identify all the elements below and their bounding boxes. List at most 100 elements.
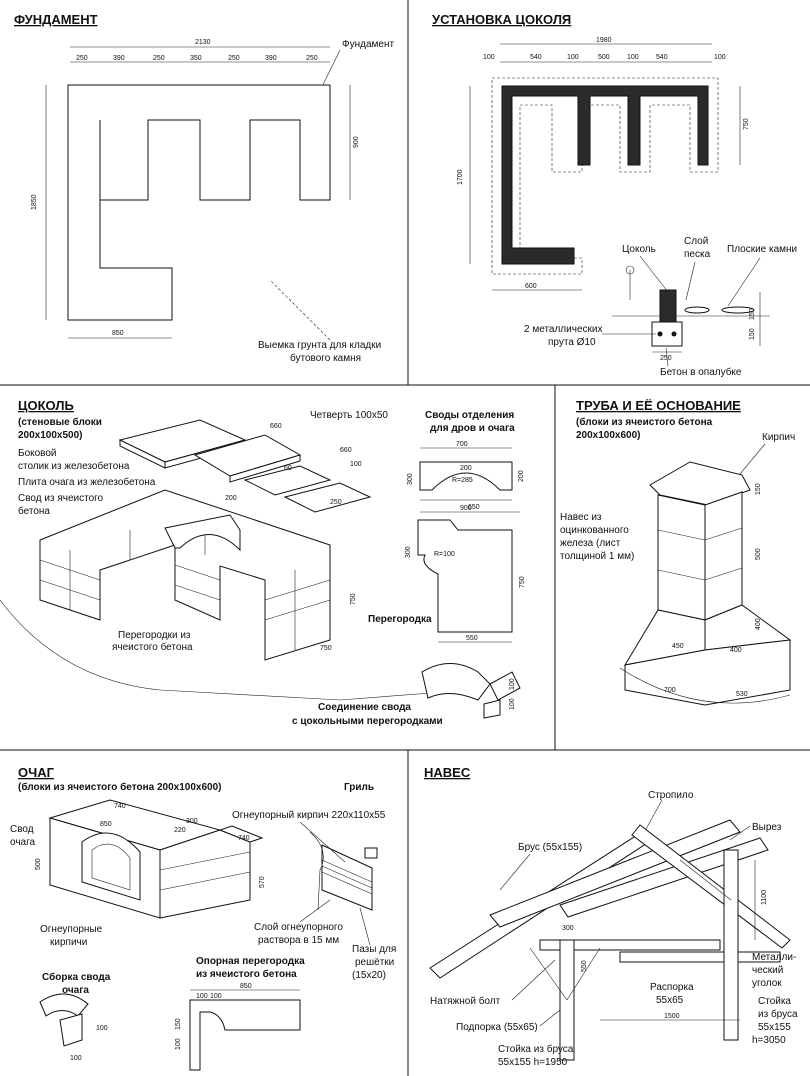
vault-label-1: Свод из ячеистого [18,493,104,504]
foundation-panel: ФУНДАМЕНТ 2130 250 390 250 350 250 390 2… [14,12,394,364]
plinth-dim-f: 250 [330,499,342,506]
vaults-dim-s1: 200 [518,470,525,482]
beam-label: Брус (55x155) [518,842,582,853]
hearth-panel: ОЧАГ (блоки из ячеистого бетона 200x100x… [10,765,396,1071]
post-right [723,849,739,1041]
post-left-label-2: 55x155 h=1950 [498,1057,568,1068]
vaults-panel: Своды отделения для дров и очага 700 200… [292,410,526,727]
plinth-walls [39,489,331,661]
grooves-label-3: (15x20) [352,970,386,981]
partitions-label-1: Перегородки из [118,630,191,641]
firebricks-label-2: кирпичи [50,937,87,948]
chimney-panel: ТРУБА И ЕЁ ОСНОВАНИЕ (блоки из ячеистого… [560,398,795,706]
hearth-dim-k: 100 [196,993,208,1000]
plinth-install-title: УСТАНОВКА ЦОКОЛЯ [432,12,571,27]
plinth-dim-a: 660 [270,423,282,430]
vaults-dim-h3: 750 [519,576,526,588]
post-right-label-2: из бруса [758,1008,798,1020]
canopy-note-1: Навес из [560,512,602,523]
plinth-install-seg-7: 100 [714,54,726,61]
grooves-label-1: Пазы для [352,944,396,955]
hearth-dim-g: 500 [35,858,42,870]
foundation-seg-4: 350 [190,55,202,62]
chimney-dim-7: 530 [736,691,748,698]
grill-label: Гриль [344,782,374,793]
post-right-label-4: h=3050 [752,1035,786,1046]
roof-beam-right [631,824,791,949]
rods-label-2: прута Ø10 [548,337,596,348]
foundation-note-1: Выемка грунта для кладки [258,340,381,351]
firebrick-top-label: Огнеупорный кирпич 220x110x55 [232,810,386,821]
plinth-install-seg-2: 540 [530,54,542,61]
vaults-title-2: для дров и очага [430,423,515,434]
canopy-note-3: железа (лист [560,538,621,549]
hearth-vault-label-2: очага [10,837,36,848]
hearth-arch [81,832,141,901]
canopy-note-4: толщиной 1 мм) [560,551,634,562]
detail-dim-h2: 150 [749,328,756,340]
hearth-dim-n: 100 [175,1038,182,1050]
foundation-title: ФУНДАМЕНТ [14,12,98,27]
support-partition [189,999,301,1071]
plinth-install-dim-right: 750 [743,118,750,130]
tie-beam [539,939,721,951]
grill-detail [321,844,373,911]
assembly-label-2: очага [62,985,89,996]
chimney-dim-6: 700 [664,687,676,694]
hearth-dim-b: 850 [100,821,112,828]
brick-label: Кирпич [762,432,795,443]
ridge-beam-1 [489,819,741,928]
plinth-install-dim-total: 1980 [596,37,612,44]
foundation-seg-6: 390 [265,55,277,62]
strut-label: Подпорка (55x65) [456,1022,538,1033]
plinth-dim-c: 100 [350,461,362,468]
ridge-beam-2 [559,837,769,918]
detail-dim-h1: 150 [749,308,756,320]
foundation-seg-5: 250 [228,55,240,62]
foundation-seg-7: 250 [306,55,318,62]
chimney-dim-3: 400 [755,618,762,630]
sand-label-2: песка [684,249,711,260]
hearth-dim-i: 100 [96,1025,108,1032]
mortar-label-1: Слой огнеупорного [254,922,343,933]
support-label-2: из ячеистого бетона [196,968,297,980]
joint-title-1: Соединение свода [318,702,411,713]
foundation-seg-3: 250 [153,55,165,62]
post-right-label-1: Стойка [758,996,791,1007]
partition-shape [417,519,513,633]
chimney-dim-2: 500 [755,548,762,560]
vaults-dim-j1: 100 [509,678,516,690]
vault-label-2: бетона [18,505,50,517]
foundation-seg-2: 390 [113,55,125,62]
post-left-label-1: Стойка из бруса [498,1043,574,1055]
canopy-dim-c: 1100 [761,890,768,905]
plinth-dim-h: 750 [320,645,332,652]
canopy-dim-d: 1500 [664,1013,680,1020]
partitions-label-2: ячеистого бетона [112,641,193,653]
hearth-dim-f: 570 [259,876,266,888]
vaults-title-1: Своды отделения [425,410,514,421]
vaults-dim-r1: R=285 [452,477,473,484]
hearth-dim-e: 740 [238,835,250,842]
plinth-dim-e: 200 [225,495,237,502]
hearth-subtitle: (блоки из ячеистого бетона 200x100x600) [18,781,222,793]
vaults-dim-w1: 900 [460,505,472,512]
chimney-title: ТРУБА И ЕЁ ОСНОВАНИЕ [576,398,741,413]
sand-label-1: Слой [684,236,708,247]
hearth-dim-h: 850 [240,983,252,990]
hearth-dim-c: 220 [174,827,186,834]
angle-label-3: уголок [752,978,782,989]
foundation-dim-left: 1850 [31,194,38,210]
plinth-install-seg-5: 100 [627,54,639,61]
post-right-label-3: 55x155 [758,1022,791,1033]
joint-title-2: с цокольными перегородками [292,716,443,727]
hearth-dim-l: 150 [175,1018,182,1030]
grooves-label-2: решётки [355,957,394,968]
plinth-dim-d: 60 [284,465,292,472]
assembly-label-1: Сборка свода [42,971,111,983]
hearth-vault-label-1: Свод [10,824,34,835]
plinth-install-panel: УСТАНОВКА ЦОКОЛЯ 1980 100 540 100 500 10… [432,12,797,378]
foundation-note-2: бутового камня [290,352,361,364]
plinth-dim-b: 660 [340,447,352,454]
plinth-title: ЦОКОЛЬ [18,398,74,413]
